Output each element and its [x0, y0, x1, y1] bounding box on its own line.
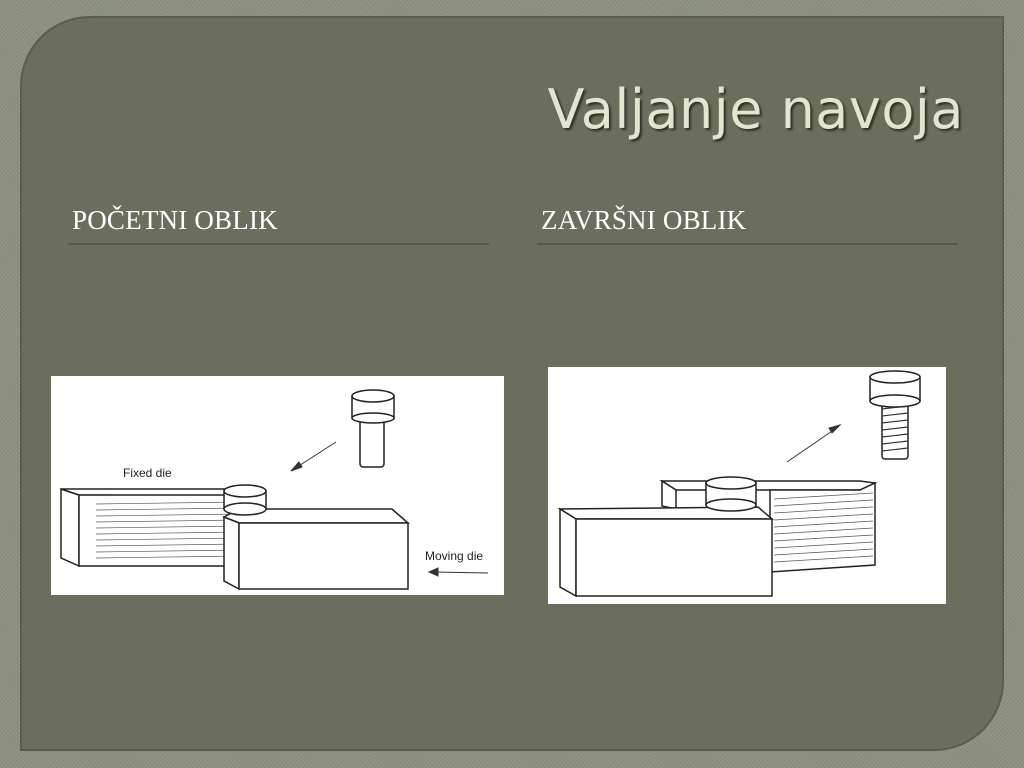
fixed-die-grooves — [95, 501, 242, 559]
fixed-die-shape — [60, 487, 242, 568]
left-column-heading: POČETNI OBLIK — [72, 205, 278, 235]
blank-workpiece — [223, 484, 267, 516]
feed-arrow — [290, 441, 337, 472]
fixed-die-label: Fixed die — [123, 466, 172, 480]
slide-title: Valjanje navoja — [547, 78, 964, 141]
front-die-shape — [557, 506, 775, 598]
exit-arrow — [786, 424, 842, 463]
right-column-heading: ZAVRŠNI OBLIK — [541, 205, 747, 235]
back-die-grooves — [773, 492, 874, 563]
thread-rolling-final-diagram — [557, 370, 921, 598]
right-heading-underline — [537, 243, 958, 245]
thread-rolling-initial-diagram: Fixed die Moving die — [60, 389, 489, 591]
left-heading-underline — [68, 243, 489, 245]
moving-die-label: Moving die — [425, 549, 483, 563]
rolled-piece — [705, 476, 757, 512]
screw-thread-lines — [881, 405, 909, 452]
final-form-illustration — [548, 367, 946, 604]
initial-form-illustration: Fixed die Moving die — [51, 376, 504, 595]
incoming-blank — [351, 389, 395, 468]
moving-die-shape — [222, 508, 410, 591]
moving-direction-arrow — [427, 567, 489, 577]
